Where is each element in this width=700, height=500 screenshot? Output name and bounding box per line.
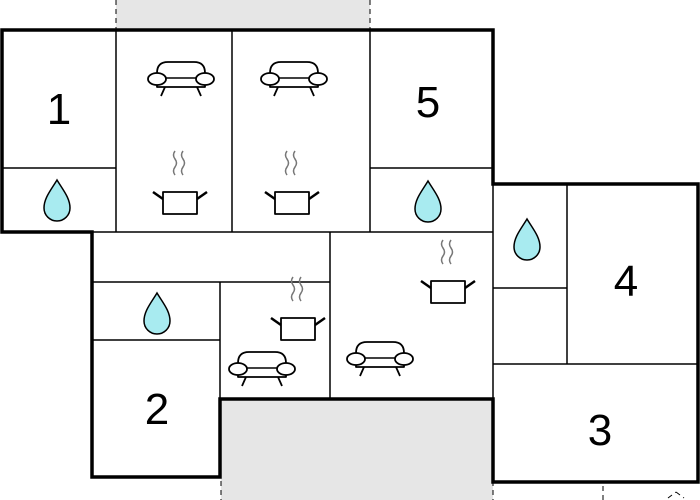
cooking-pot-icon bbox=[269, 275, 327, 342]
sofa-icon bbox=[228, 351, 296, 387]
water-drop-icon bbox=[513, 218, 541, 261]
sofa-icon bbox=[260, 61, 328, 97]
outdoor-area-top bbox=[116, 0, 370, 30]
interior-walls bbox=[2, 30, 698, 399]
cooking-pot-icon bbox=[151, 149, 209, 216]
room-2-number: 2 bbox=[145, 385, 169, 434]
sofa-icon bbox=[346, 341, 414, 377]
exterior-wall bbox=[0, 28, 700, 484]
water-drop-icon bbox=[43, 179, 71, 222]
cooking-pot-icon bbox=[419, 238, 477, 305]
sofa-icon bbox=[147, 61, 215, 97]
room-5-number: 5 bbox=[416, 78, 440, 127]
boundary-line bbox=[667, 491, 677, 499]
room-3-number: 3 bbox=[588, 406, 612, 455]
cooking-pot-icon bbox=[263, 149, 321, 216]
outdoor-area-bottom bbox=[221, 399, 493, 500]
water-drop-icon bbox=[143, 292, 171, 335]
boundary-line bbox=[675, 491, 685, 499]
room-4-number: 4 bbox=[614, 257, 638, 306]
room-1-number: 1 bbox=[47, 85, 71, 134]
water-drop-icon bbox=[414, 180, 442, 223]
